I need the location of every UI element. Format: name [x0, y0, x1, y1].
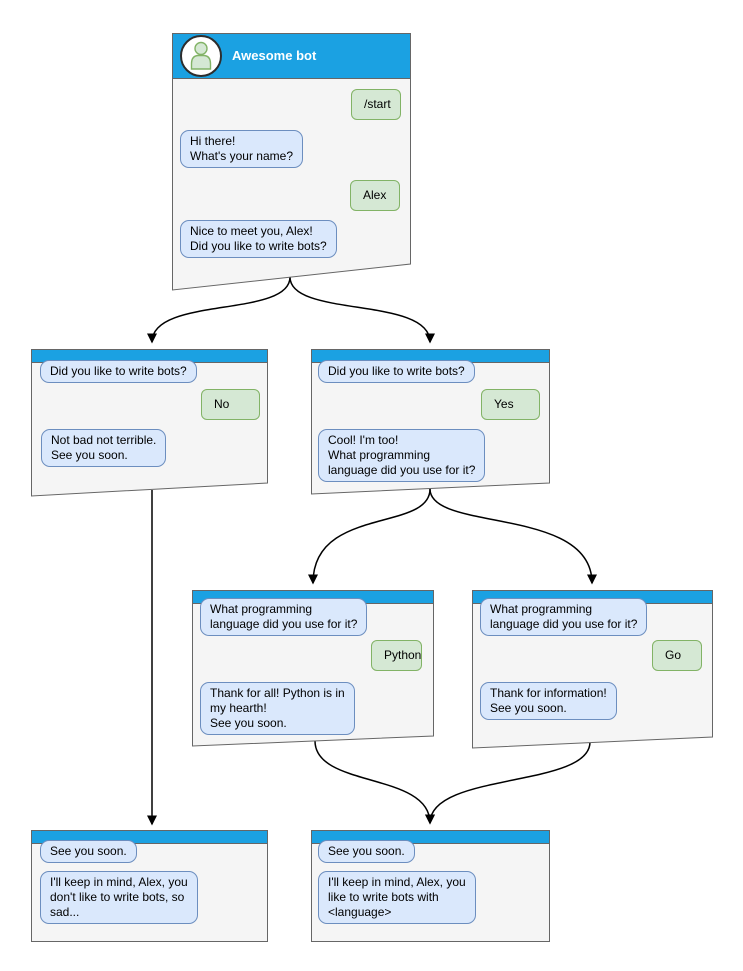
bot-reply-go: Thank for information! See you soon. — [480, 682, 617, 720]
user-message-start: /start — [351, 89, 401, 120]
edge-python-to-end — [314, 740, 435, 825]
node-branch-yes: Did you like to write bots? Yes Cool! I'… — [311, 349, 550, 495]
bot-message-greeting: Hi there! What's your name? — [180, 130, 304, 168]
bot-message-see-you-soon: See you soon. — [318, 840, 415, 863]
bot-window-title: Awesome bot — [232, 48, 317, 63]
bot-avatar-person-icon — [180, 35, 222, 77]
node-branch-python: What programming language did you use fo… — [192, 590, 434, 747]
node-awesome-bot: Awesome bot /start Hi there! What's your… — [172, 33, 411, 291]
user-answer-yes: Yes — [481, 389, 540, 420]
bot-question-language: What programming language did you use fo… — [480, 598, 648, 636]
edge-yes-to-go — [429, 488, 597, 585]
bot-question-language: What programming language did you use fo… — [200, 598, 368, 636]
node-end-no: See you soon. I'll keep in mind, Alex, y… — [31, 830, 268, 942]
node-branch-go: What programming language did you use fo… — [472, 590, 713, 749]
bot-reply-cool: Cool! I'm too! What programming language… — [318, 429, 486, 482]
edge-go-to-end — [425, 741, 591, 825]
bot-message-keep-in-mind-no: I'll keep in mind, Alex, you don't like … — [40, 871, 198, 924]
bot-question-write-bots: Did you like to write bots? — [318, 360, 475, 383]
user-answer-python: Python — [371, 640, 422, 671]
bot-message-keep-in-mind-yes: I'll keep in mind, Alex, you like to wri… — [318, 871, 476, 924]
bot-message-nice-to-meet: Nice to meet you, Alex! Did you like to … — [180, 220, 337, 258]
bot-message-see-you-soon: See you soon. — [40, 840, 137, 863]
user-message-name: Alex — [350, 180, 400, 211]
bot-question-write-bots: Did you like to write bots? — [40, 360, 197, 383]
user-answer-no: No — [201, 389, 260, 420]
user-answer-go: Go — [652, 640, 702, 671]
edge-yes-to-python — [308, 488, 431, 585]
bot-reply-python: Thank for all! Python is in my hearth! S… — [200, 682, 355, 735]
bot-reply-not-bad: Not bad not terrible. See you soon. — [41, 429, 167, 467]
node-branch-no: Did you like to write bots? No Not bad n… — [31, 349, 268, 497]
node-end-yes: See you soon. I'll keep in mind, Alex, y… — [311, 830, 550, 942]
